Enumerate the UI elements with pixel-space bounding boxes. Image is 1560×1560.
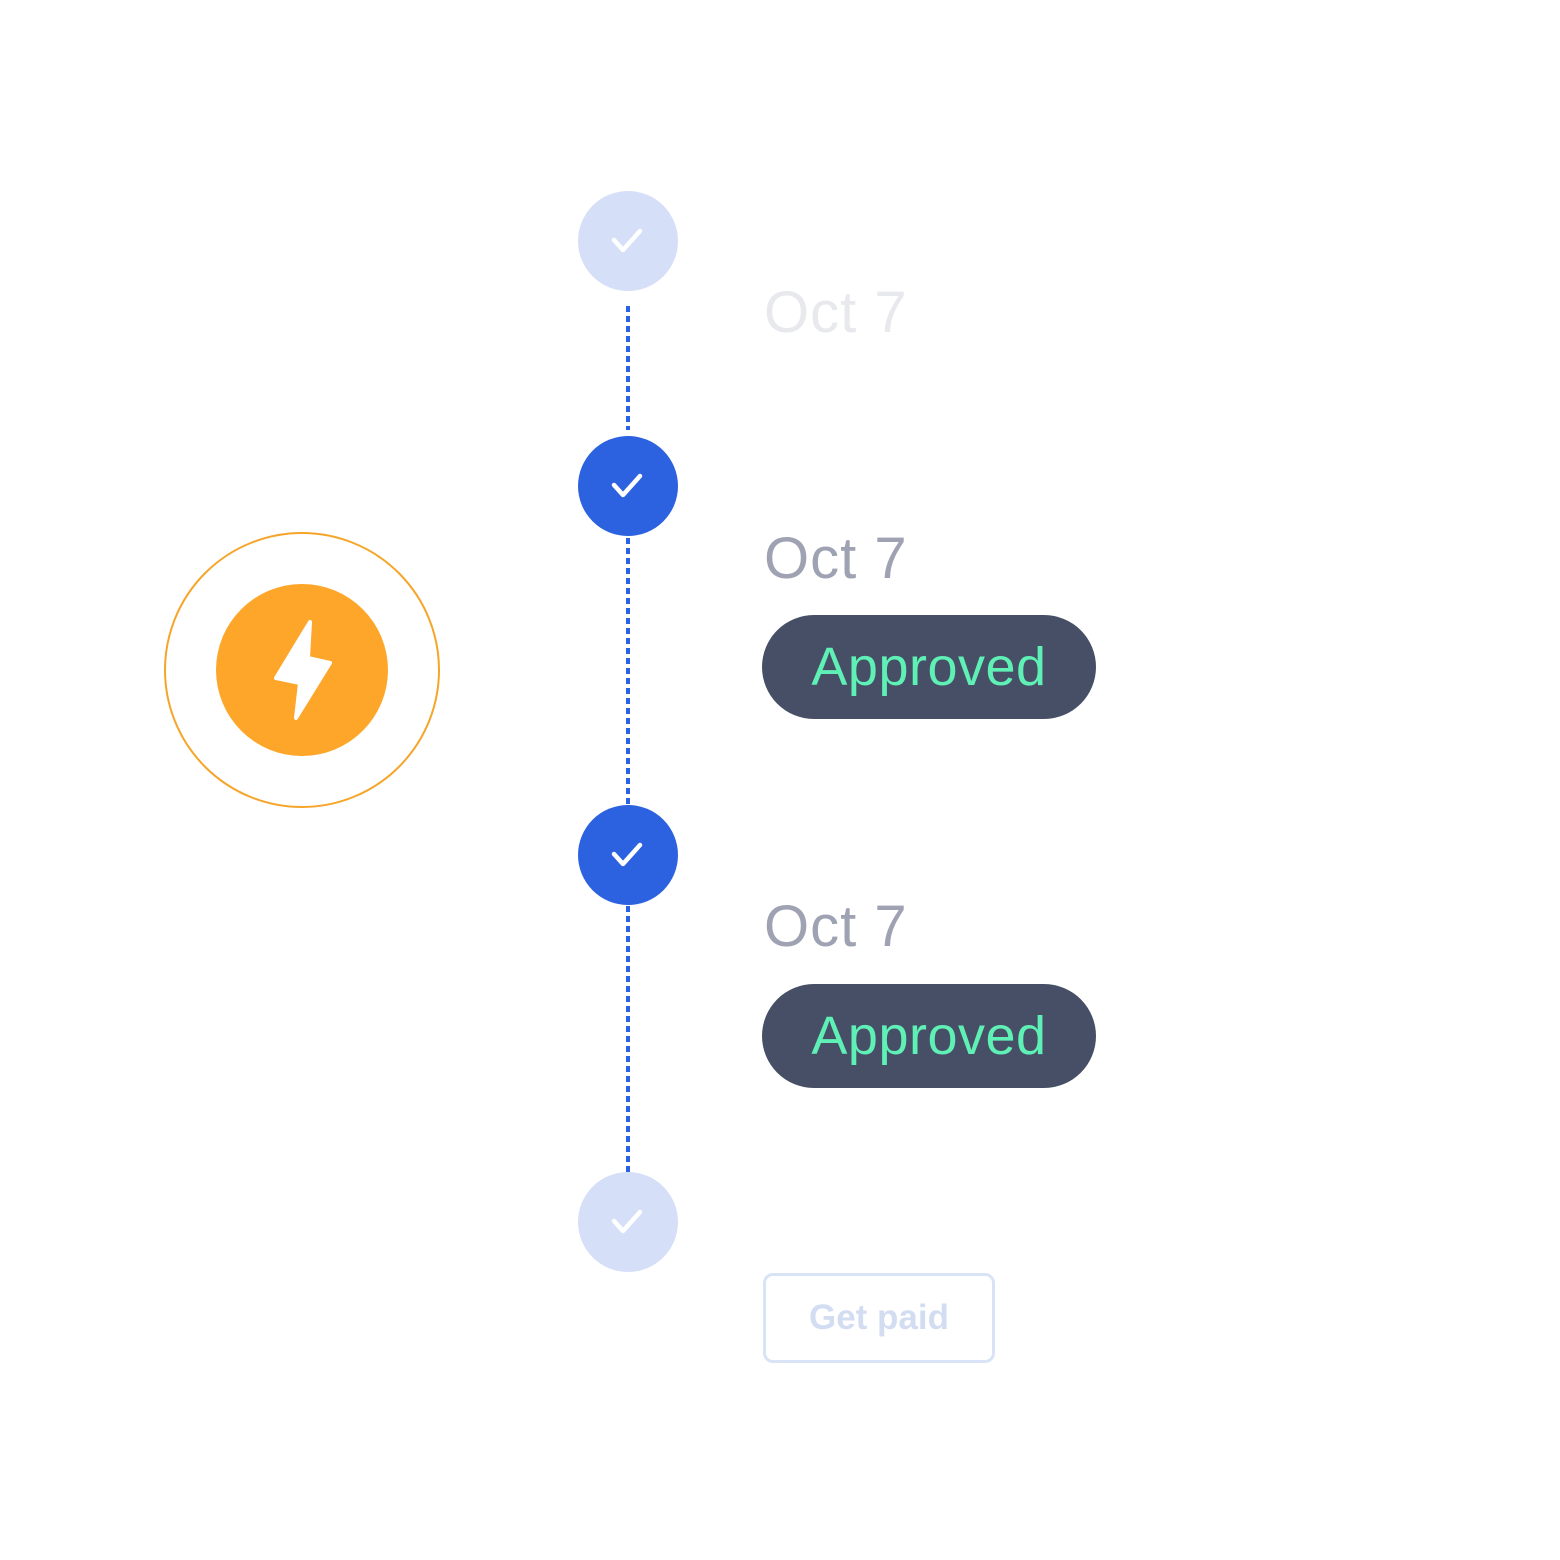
- lightning-icon: [274, 620, 332, 720]
- check-icon: [611, 228, 643, 253]
- timeline-step-1-marker: [578, 191, 678, 291]
- timeline-connector: [626, 538, 630, 804]
- timeline-step-2-marker: [578, 436, 678, 536]
- timeline-step-4-marker: [578, 1172, 678, 1272]
- step-3-date: Oct 7: [764, 894, 908, 959]
- step-1-date: Oct 7: [764, 280, 908, 345]
- status-badge: Approved: [762, 984, 1096, 1088]
- check-icon: [611, 1209, 643, 1234]
- check-icon: [611, 473, 643, 498]
- get-paid-button[interactable]: Get paid: [763, 1273, 995, 1363]
- check-icon: [611, 842, 643, 867]
- timeline-connector: [626, 906, 630, 1172]
- step-2-date: Oct 7: [764, 526, 908, 591]
- lightning-badge: [216, 584, 388, 756]
- status-badge: Approved: [762, 615, 1096, 719]
- lightning-badge-ring: [164, 532, 440, 808]
- timeline-step-3-marker: [578, 805, 678, 905]
- timeline-connector: [626, 306, 630, 430]
